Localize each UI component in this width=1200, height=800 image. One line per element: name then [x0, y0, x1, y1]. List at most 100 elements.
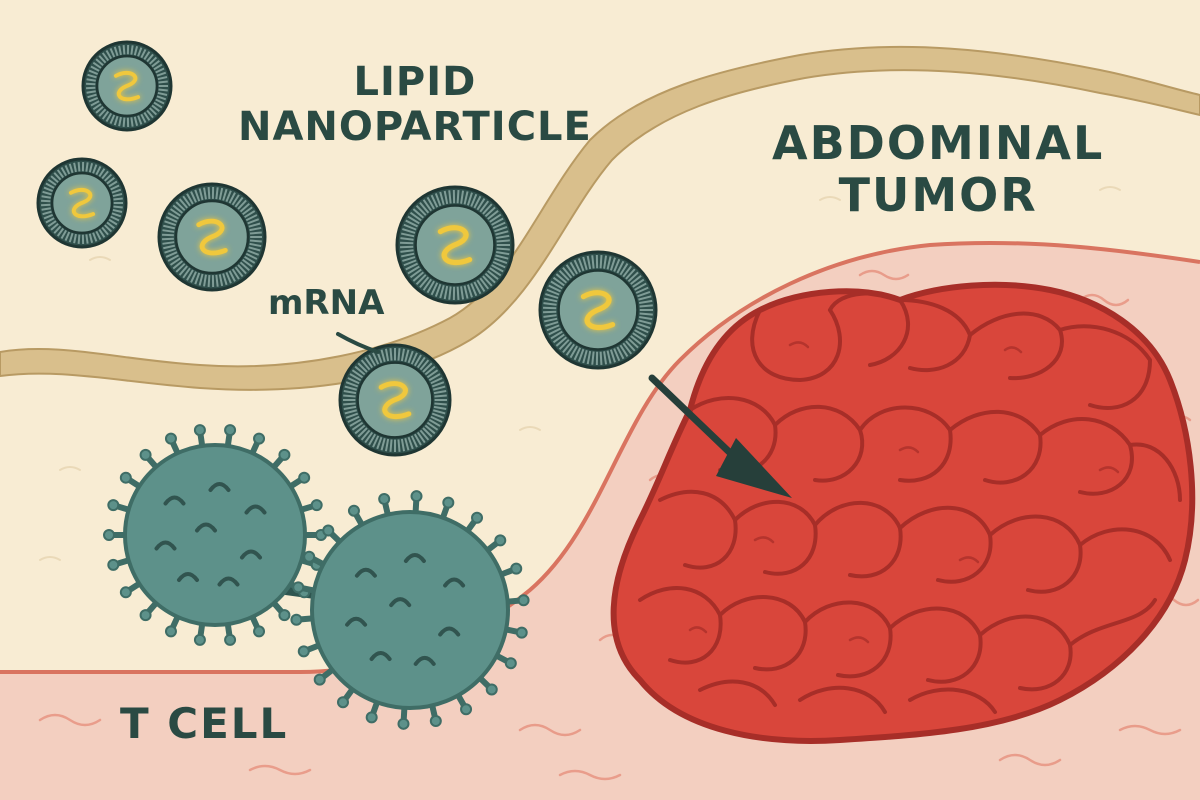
t-cell-spike-tip [193, 633, 206, 646]
lipid-bilayer-tick [122, 45, 126, 55]
mrna-strand-icon [113, 70, 141, 102]
lipid-bilayer-tick [53, 172, 62, 181]
lipid-bilayer-tick [422, 362, 433, 373]
lipid-bilayer-tick [215, 187, 219, 200]
lipid-bilayer-tick [482, 275, 493, 287]
t-cell-spike-tip [119, 471, 132, 484]
lipid-bilayer-tick [638, 295, 652, 301]
lipid-bilayer-tick [343, 389, 357, 395]
lipid-bilayer-tick [113, 197, 123, 201]
lipid-bilayer-tick [389, 348, 393, 361]
lipid-bilayer-tick [111, 212, 122, 218]
lipid-bilayer-tick [562, 341, 573, 354]
lipid-bilayer-tick [409, 211, 422, 222]
lipid-bilayer-tick [482, 203, 493, 215]
lipid-bilayer-tick [42, 190, 52, 196]
lipid-bilayer-tick [443, 190, 449, 205]
lipid-bilayer-tick [635, 326, 649, 334]
lipid-bilayer-tick [162, 229, 175, 233]
lipid-bilayer-tick [573, 347, 582, 361]
lipid-bilayer-tick [400, 249, 414, 253]
t-cell-spike-tip [164, 432, 177, 445]
lipid-bilayer-tick [419, 429, 430, 441]
lipid-bilayer-tick [186, 269, 194, 281]
lipid-bilayer-tick [244, 210, 256, 219]
t-cell-spike-tip [471, 511, 484, 524]
lipid-bilayer-tick [347, 415, 360, 423]
lipid-bilayer-tick [215, 274, 219, 287]
lipid-bilayer-tick [151, 60, 160, 68]
lipid-bilayer-tick [434, 402, 447, 406]
lipid-bilayer-tick [101, 110, 110, 120]
lipid-bilayer-tick [225, 190, 232, 203]
t-cell-spike-tip [303, 550, 316, 563]
lipid-bilayer-tick [400, 237, 414, 241]
lipid-bilayer-tick [609, 257, 616, 271]
t-cell-spike-tip [515, 626, 528, 639]
lipid-bilayer-tick [47, 220, 57, 228]
t-cell-spike-tip [103, 529, 115, 541]
lipid-bilayer-tick [64, 231, 71, 241]
t-cell-spike-tip [429, 715, 442, 728]
lipid-bilayer-tick [545, 321, 559, 327]
lipid-bilayer-tick [402, 228, 416, 234]
lipid-bilayer-tick [234, 266, 244, 278]
t-cell-texture [403, 553, 426, 563]
lipid-bilayer-tick [95, 165, 102, 176]
lipid-bilayer-tick [456, 286, 460, 300]
lipid-bilayer-tick [133, 116, 139, 126]
lipid-bilayer-tick [105, 49, 113, 60]
t-cell-spike-tip [107, 499, 120, 512]
lipid-bilayer-tick [140, 113, 147, 124]
lipid-bilayer-tick [357, 362, 368, 373]
lipid-bilayer-tick [198, 273, 204, 286]
lipid-bilayer-tick [433, 389, 447, 395]
t-cell-spike-tip [347, 504, 360, 517]
lipid-bilayer-tick [431, 381, 445, 388]
lipid-bilayer-tick [360, 429, 371, 441]
lipid-bilayer-tick [249, 226, 262, 232]
t-cell-label: T CELL [120, 699, 289, 748]
lipid-bilayer-tick [106, 221, 115, 229]
t-cell-spike-tip [442, 496, 455, 509]
lipid-bilayer-tick [345, 412, 359, 419]
t-cell-spike-tip [410, 490, 423, 503]
lipid-bilayer-tick [487, 270, 499, 280]
lipid-bilayer-tick [422, 199, 432, 212]
lipid-bilayer-tick [430, 377, 443, 385]
lipid-bilayer-tick [613, 258, 621, 272]
lipid-bilayer-tick [118, 45, 122, 56]
lipid-bilayer-tick [431, 412, 445, 419]
lipid-bilayer-tick [68, 163, 74, 174]
lipid-bilayer-tick [248, 246, 261, 252]
lipid-bilayer-tick [389, 439, 393, 452]
lipid-bilayer-tick [118, 116, 122, 127]
lipid-bilayer-tick [354, 424, 366, 435]
t-cell-body [123, 443, 307, 627]
t-cell-spike-tip [139, 609, 152, 622]
lipid-bilayer-tick [122, 117, 126, 127]
lipid-bilayer-tick [344, 385, 358, 391]
lipid-bilayer-tick [548, 327, 562, 336]
lipid-bilayer-tick [165, 251, 178, 258]
lipid-bilayer-tick [167, 254, 180, 262]
mrna-strand-icon [196, 218, 228, 256]
lipid-bilayer-tick [50, 175, 59, 183]
lipid-bilayer-tick [87, 93, 97, 99]
lipid-bilayer-tick [484, 272, 496, 284]
t-cell-spike-tip [336, 696, 349, 709]
lipid-bilayer-tick [496, 247, 510, 251]
lipid-bilayer-tick [98, 228, 106, 238]
lipid-bilayer-tick [637, 322, 651, 330]
t-cell-spike-tip [460, 703, 473, 716]
lipid-bilayer-tick [543, 306, 557, 310]
lipid-bilayer-tick [407, 436, 414, 450]
lipid-bilayer-tick [634, 329, 647, 338]
lipid-bilayer-tick [400, 348, 406, 362]
lipid-bilayer-tick [149, 56, 158, 65]
lipid-nanoparticle-label-line2: NANOPARTICLE [238, 103, 592, 150]
lipid-bilayer-tick [92, 61, 102, 69]
lipid-bilayer-tick [555, 336, 568, 347]
lipid-bilayer-tick [625, 268, 636, 280]
lipid-bilayer-tick [548, 284, 562, 293]
